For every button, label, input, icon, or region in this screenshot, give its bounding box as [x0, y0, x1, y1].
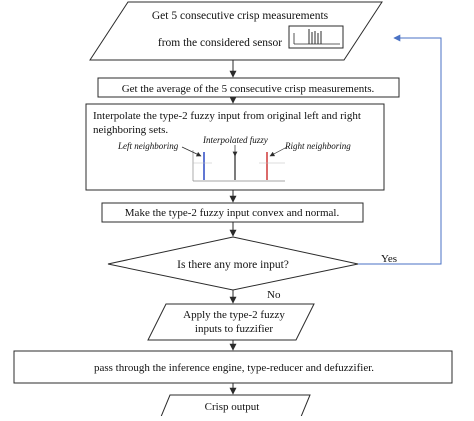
right-neighboring-label: Right neighboring	[284, 141, 351, 151]
step5-line1: Apply the type-2 fuzzy	[183, 309, 285, 321]
yes-label: Yes	[381, 253, 397, 265]
left-neighboring-label: Left neighboring	[117, 141, 179, 151]
crisp-output-parallelogram	[158, 394, 311, 421]
sensor-signal-icon	[288, 25, 344, 49]
left-label-pointer	[181, 146, 202, 157]
step3-line2: neighboring sets.	[93, 124, 168, 136]
step7-text: Crisp output	[205, 401, 260, 413]
step3-line1: Interpolate the type-2 fuzzy input from …	[93, 110, 361, 122]
fuzzy-sets-plot	[192, 150, 285, 182]
step1-line2: from the considered sensor	[158, 37, 282, 49]
step1-line1: Get 5 consecutive crisp measurements	[152, 10, 329, 22]
yes-loop-arrow	[358, 34, 442, 265]
step4-text: Make the type-2 fuzzy input convex and n…	[125, 207, 340, 219]
no-label: No	[267, 289, 281, 301]
interpolated-fuzzy-label: Interpolated fuzzy	[202, 135, 268, 145]
decision-text: Is there any more input?	[177, 259, 289, 271]
average-box	[97, 77, 400, 98]
step6-text: pass through the inference engine, type-…	[94, 362, 374, 374]
right-label-pointer	[269, 146, 288, 157]
step5-line2: inputs to fuzzifier	[195, 323, 274, 335]
fuzzifier-parallelogram	[147, 303, 315, 341]
step2-text: Get the average of the 5 consecutive cri…	[122, 83, 375, 95]
